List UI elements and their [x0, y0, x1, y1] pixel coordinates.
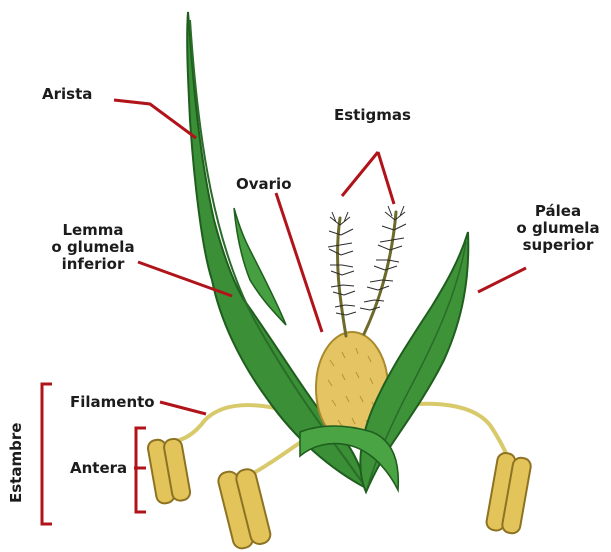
label-lemma-line2: o glumela	[44, 239, 142, 256]
label-palea: Pálea o glumela superior	[510, 203, 606, 254]
label-antera: Antera	[70, 460, 127, 477]
anther-middle	[216, 465, 272, 550]
label-ovario: Ovario	[236, 176, 292, 193]
label-lemma: Lemma o glumela inferior	[44, 222, 142, 273]
label-palea-line2: o glumela	[510, 220, 606, 237]
bracket-antera	[136, 428, 146, 512]
leader-estigmas-right	[378, 152, 394, 204]
bracket-estambre	[42, 384, 52, 524]
label-palea-line3: superior	[510, 237, 606, 254]
leader-palea	[478, 268, 526, 292]
label-filamento: Filamento	[70, 394, 155, 411]
stigma-left	[338, 218, 346, 336]
anther-left	[147, 436, 192, 505]
stigma-right	[364, 212, 396, 334]
leader-arista	[114, 100, 196, 138]
label-lemma-line1: Lemma	[44, 222, 142, 239]
label-lemma-line3: inferior	[44, 256, 142, 273]
leader-filamento	[160, 402, 206, 414]
label-estigmas: Estigmas	[334, 107, 411, 124]
anther-right	[485, 452, 532, 535]
leader-estigmas-left	[342, 152, 378, 196]
leader-ovario	[276, 193, 322, 332]
label-estambre: Estambre	[8, 423, 25, 503]
label-arista: Arista	[42, 86, 92, 103]
label-palea-line1: Pálea	[510, 203, 606, 220]
